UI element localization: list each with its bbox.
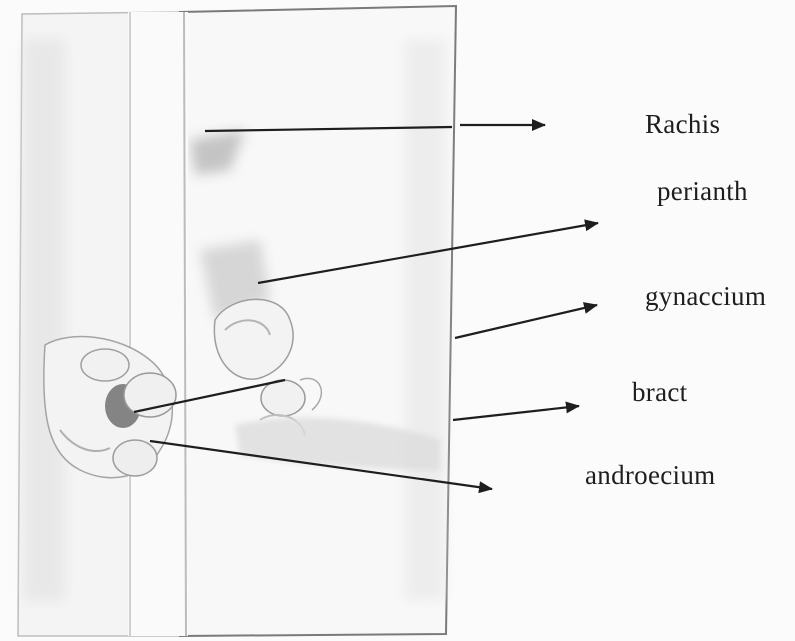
label-bract: bract <box>632 377 687 408</box>
bract-arrow <box>453 406 579 420</box>
specimen-photo <box>18 6 456 636</box>
label-gynaecium: gynaccium <box>645 281 766 312</box>
gynaecium-arrow <box>455 305 597 338</box>
label-rachis: Rachis <box>645 109 720 140</box>
label-androecium: androecium <box>585 460 715 491</box>
rachis-stem <box>128 12 188 636</box>
label-perianth: perianth <box>657 176 748 207</box>
